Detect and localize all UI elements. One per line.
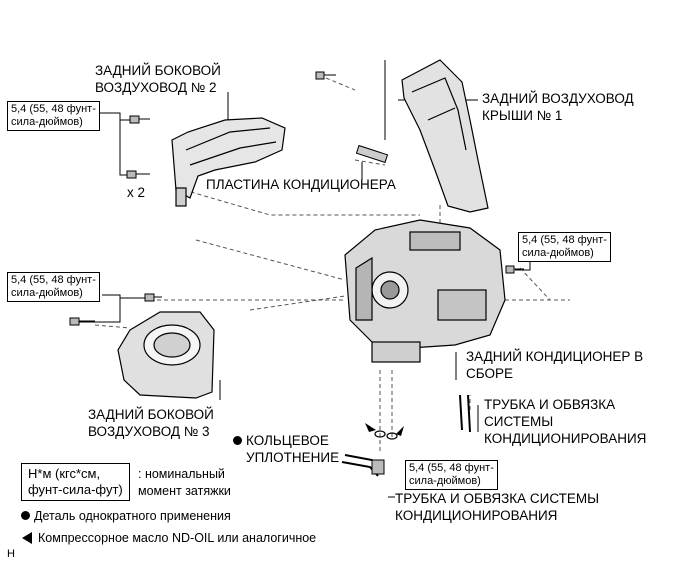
ac-plate-drawing <box>355 144 389 164</box>
o-ring-icons <box>374 430 398 440</box>
rear-side-duct-3-drawing <box>117 311 215 399</box>
bolt-top-icon <box>315 71 336 80</box>
legend-single-use: Деталь однократного применения <box>21 508 231 525</box>
legend-torque-unit-desc: : номинальный момент затяжки <box>138 467 231 498</box>
label-ac-tube-right: ТРУБКА И ОБВЯЗКА СИСТЕМЫ КОНДИЦИОНИРОВАН… <box>484 397 647 446</box>
rear-roof-duct-1-drawing <box>401 59 489 213</box>
label-rear-side-duct-3: ЗАДНИЙ БОКОВОЙ ВОЗДУХОВОД № 3 <box>88 407 214 439</box>
bolt-unit-icon <box>505 265 524 274</box>
rear-side-duct-2-drawing <box>171 117 286 207</box>
rear-ac-unit-drawing <box>344 219 506 363</box>
label-qty: x 2 <box>127 185 146 200</box>
torque-box-tube: 5,4 (55, 48 фунт- сила-дюймов) <box>405 460 498 490</box>
legend-torque-unit-box: Н*м (кгс*см, фунт-сила-фут) <box>21 463 130 501</box>
label-rear-ac-unit: ЗАДНИЙ КОНДИЦИОНЕР В СБОРЕ <box>466 349 644 381</box>
label-ac-tube-bottom: ТРУБКА И ОБВЯЗКА СИСТЕМЫ КОНДИЦИОНИРОВАН… <box>395 491 600 523</box>
single-use-dot-icon <box>233 436 242 445</box>
corner-mark: H <box>7 548 15 560</box>
screw-icons-duct3 <box>69 293 162 326</box>
torque-box-unit: 5,4 (55, 48 фунт- сила-дюймов) <box>518 232 611 262</box>
oil-arrow-icons <box>365 423 404 436</box>
legend-dot-icon <box>21 511 30 520</box>
label-o-ring: КОЛЬЦЕВОЕ УПЛОТНЕНИЕ <box>233 432 339 466</box>
label-rear-side-duct-2: ЗАДНИЙ БОКОВОЙ ВОЗДУХОВОД № 2 <box>95 63 221 95</box>
ac-tube-bottom-drawing <box>341 454 385 477</box>
torque-box-duct3: 5,4 (55, 48 фунт- сила-дюймов) <box>7 272 100 302</box>
screw-icons-duct2 <box>126 115 150 179</box>
legend-oil: Компрессорное масло ND-OIL или аналогичн… <box>38 531 317 545</box>
label-ac-plate: ПЛАСТИНА КОНДИЦИОНЕРА <box>206 177 396 192</box>
legend-arrow-icon <box>22 532 32 544</box>
ac-tube-right-drawing <box>459 394 471 433</box>
torque-box-duct2: 5,4 (55, 48 фунт- сила-дюймов) <box>7 101 100 131</box>
label-rear-roof-duct-1: ЗАДНИЙ ВОЗДУХОВОД КРЫШИ № 1 <box>482 91 634 123</box>
